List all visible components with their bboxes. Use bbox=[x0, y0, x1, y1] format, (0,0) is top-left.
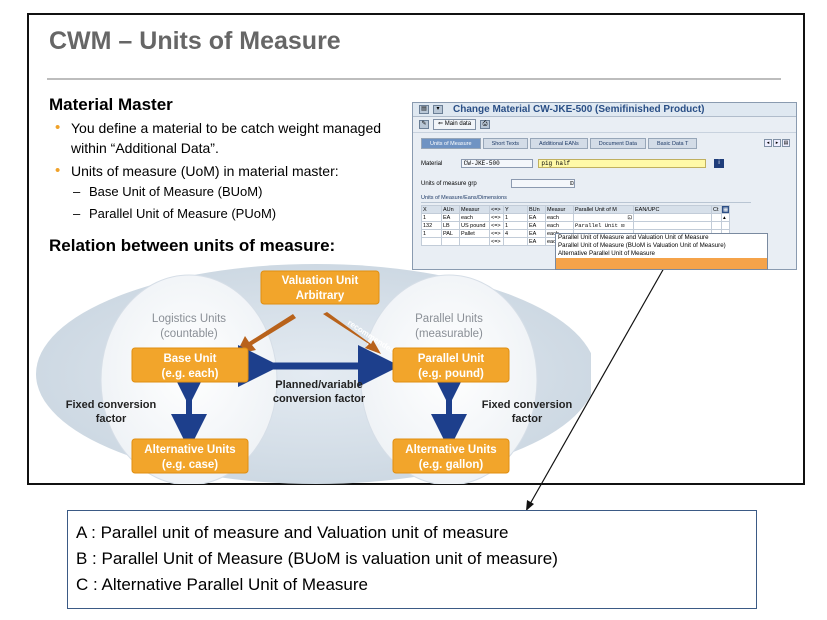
valuation-unit-sub: Arbitrary bbox=[296, 290, 345, 302]
display-change-icon[interactable]: ✎ bbox=[419, 120, 429, 129]
sap-toolbar: ✎ ⇐ Main data ⎙ bbox=[413, 117, 796, 133]
bullet-list: You define a material to be catch weight… bbox=[49, 118, 419, 225]
uom-relation-diagram: Logistics Units (countable) Parallel Uni… bbox=[36, 264, 591, 484]
sap-change-material-window: ▤ ▾ Change Material CW-JKE-500 (Semifini… bbox=[412, 102, 797, 270]
info-icon[interactable]: i bbox=[714, 159, 725, 168]
fixed-left-line2: factor bbox=[96, 413, 127, 425]
uom-group-field[interactable]: ⊡ bbox=[510, 179, 575, 188]
title-divider bbox=[47, 78, 781, 80]
tab-units-of-measure[interactable]: Units of Measure bbox=[421, 138, 481, 149]
planned-label-line2: conversion factor bbox=[273, 393, 366, 405]
main-data-label: Main data bbox=[444, 121, 472, 127]
valuation-unit-label: Valuation Unit bbox=[282, 275, 359, 287]
planned-label-line1: Planned/variable bbox=[275, 379, 362, 391]
valuation-unit-box bbox=[260, 270, 380, 305]
tab-basic-data-text[interactable]: Basic Data T bbox=[647, 138, 698, 149]
base-unit-label: Base Unit bbox=[163, 353, 216, 365]
alt-units-right-box bbox=[392, 438, 510, 474]
fixed-left-line1: Fixed conversion bbox=[66, 399, 157, 411]
material-field[interactable]: CW-JKE-500 bbox=[460, 159, 533, 168]
legend-box: A : Parallel unit of measure and Valuati… bbox=[67, 510, 757, 609]
sap-titlebar: ▤ ▾ Change Material CW-JKE-500 (Semifini… bbox=[413, 103, 796, 117]
dropdown-option-blank[interactable] bbox=[556, 258, 767, 269]
dropdown-option-a[interactable]: Parallel Unit of Measure and Valuation U… bbox=[558, 234, 709, 241]
parallel-unit-example: (e.g. pound) bbox=[418, 368, 484, 380]
legend-item-a: A : Parallel unit of measure and Valuati… bbox=[76, 523, 509, 542]
table-row[interactable]: 1 EA each <=> 1 EA each ⊡ ▴ bbox=[421, 213, 731, 222]
slide-title: CWM – Units of Measure bbox=[49, 27, 341, 55]
material-description-field[interactable]: pig half bbox=[538, 159, 707, 168]
recommended-arrow-right bbox=[323, 312, 381, 354]
alt-units-left-example: (e.g. case) bbox=[162, 459, 218, 471]
fixed-right-line2: factor bbox=[512, 413, 543, 425]
alt-units-left-label: Alternative Units bbox=[144, 444, 235, 456]
uom-group-heading: Units of Measure/Eans/Dimensions bbox=[421, 195, 751, 203]
legend-item-b: B : Parallel Unit of Measure (BUoM is va… bbox=[76, 549, 558, 568]
alt-units-right-example: (e.g. gallon) bbox=[419, 459, 484, 471]
logistics-subtitle: (countable) bbox=[160, 328, 218, 340]
parallel-unit-box bbox=[392, 347, 510, 383]
tab-additional-eans[interactable]: Additional EANs bbox=[530, 138, 588, 149]
sap-system-icon[interactable]: ▾ bbox=[433, 105, 443, 114]
parallel-unit-label: Parallel Unit bbox=[418, 353, 485, 365]
parallel-title: Parallel Units bbox=[415, 313, 483, 325]
base-unit-box bbox=[131, 347, 249, 383]
tab-list-icon[interactable]: ▤ bbox=[782, 139, 790, 147]
bullet-item: You define a material to be catch weight… bbox=[49, 118, 419, 158]
slide: CWM – Units of Measure Material Master Y… bbox=[27, 13, 805, 485]
relation-heading: Relation between units of measure: bbox=[49, 236, 336, 255]
tab-navigation: ◂ ▸ ▤ bbox=[764, 139, 790, 147]
material-form: Material CW-JKE-500 pig half i Units of … bbox=[421, 159, 725, 191]
main-data-button[interactable]: ⇐ Main data bbox=[433, 119, 477, 130]
tab-next-icon[interactable]: ▸ bbox=[773, 139, 781, 147]
uom-group-label: Units of measure grp bbox=[421, 181, 477, 188]
sap-menu-icon[interactable]: ▤ bbox=[419, 105, 429, 114]
sap-window-title: Change Material CW-JKE-500 (Semifinished… bbox=[453, 104, 705, 115]
material-master-heading: Material Master bbox=[49, 95, 173, 114]
material-label: Material bbox=[421, 161, 443, 168]
tab-prev-icon[interactable]: ◂ bbox=[764, 139, 772, 147]
fixed-right-line1: Fixed conversion bbox=[482, 399, 573, 411]
base-unit-example: (e.g. each) bbox=[162, 368, 219, 380]
dropdown-option-b[interactable]: Parallel Unit of Measure (BUoM is Valuat… bbox=[558, 242, 726, 249]
recommended-arrow-left bbox=[236, 314, 296, 354]
tab-document-data[interactable]: Document Data bbox=[589, 138, 646, 149]
print-icon[interactable]: ⎙ bbox=[480, 120, 491, 129]
legend-item-c: C : Alternative Parallel Unit of Measure bbox=[76, 575, 368, 594]
parallel-subtitle: (measurable) bbox=[415, 328, 483, 340]
alt-units-right-label: Alternative Units bbox=[405, 444, 496, 456]
bullet-item: Units of measure (UoM) in material maste… bbox=[49, 161, 419, 181]
dropdown-option-c[interactable]: Alternative Parallel Unit of Measure bbox=[558, 250, 655, 257]
alt-units-left-box bbox=[131, 438, 249, 474]
cell-text: Parallel Unit bbox=[575, 222, 618, 229]
sub-bullet-item: Base Unit of Measure (BUoM) bbox=[49, 181, 419, 203]
tab-short-texts[interactable]: Short Texts bbox=[482, 138, 528, 149]
sub-bullet-item: Parallel Unit of Measure (PUoM) bbox=[49, 203, 419, 225]
uom-table-header: X AUn Measur <=> Y BUn Measur Parallel U… bbox=[421, 205, 731, 214]
sap-tabstrip: Units of Measure Short Texts Additional … bbox=[421, 138, 698, 150]
logistics-title: Logistics Units bbox=[152, 313, 226, 325]
parallel-unit-dropdown: Parallel Unit of Measure and Valuation U… bbox=[555, 233, 768, 270]
